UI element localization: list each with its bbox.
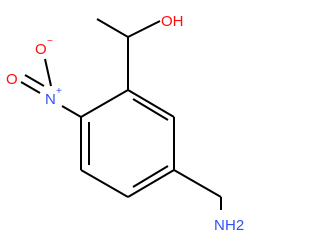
- carbinol-to-oxygen-bond: [127, 20, 161, 38]
- ring-bond-3-inner: [132, 165, 169, 188]
- nitro-oxygen-minus-charge: −: [47, 36, 53, 47]
- hydroxyl-label: OH: [161, 13, 184, 30]
- carbinol-to-methyl-bond: [96, 18, 129, 38]
- ring-to-ch2-bond: [173, 169, 222, 198]
- nitro-n-o-double-bond-a: [20, 81, 41, 94]
- nitro-nitrogen-label: N: [45, 91, 56, 108]
- ring-bond-3: [127, 169, 175, 198]
- nitro-oxygen-upper-label: O: [35, 41, 47, 58]
- nitro-n-o-upper-bond: [44, 58, 52, 87]
- chemical-structure: OH O − O N + N H2: [6, 13, 244, 234]
- ring-bond-6: [80, 89, 129, 118]
- amine-nitrogen-label: N: [214, 217, 225, 234]
- nitro-n-o-double-bond-b: [24, 74, 45, 87]
- ring-bond-1: [127, 89, 175, 118]
- bonds: [20, 18, 222, 210]
- ring-bond-1-inner: [132, 98, 169, 121]
- nitro-oxygen-left-label: O: [6, 71, 18, 88]
- atom-labels: OH O − O N + N H2: [6, 13, 244, 234]
- ring-to-nitro-bond: [61, 105, 82, 118]
- ring-bond-4: [80, 169, 129, 198]
- amine-hydrogen-label: H2: [225, 217, 244, 234]
- nitro-nitrogen-plus-charge: +: [56, 86, 62, 97]
